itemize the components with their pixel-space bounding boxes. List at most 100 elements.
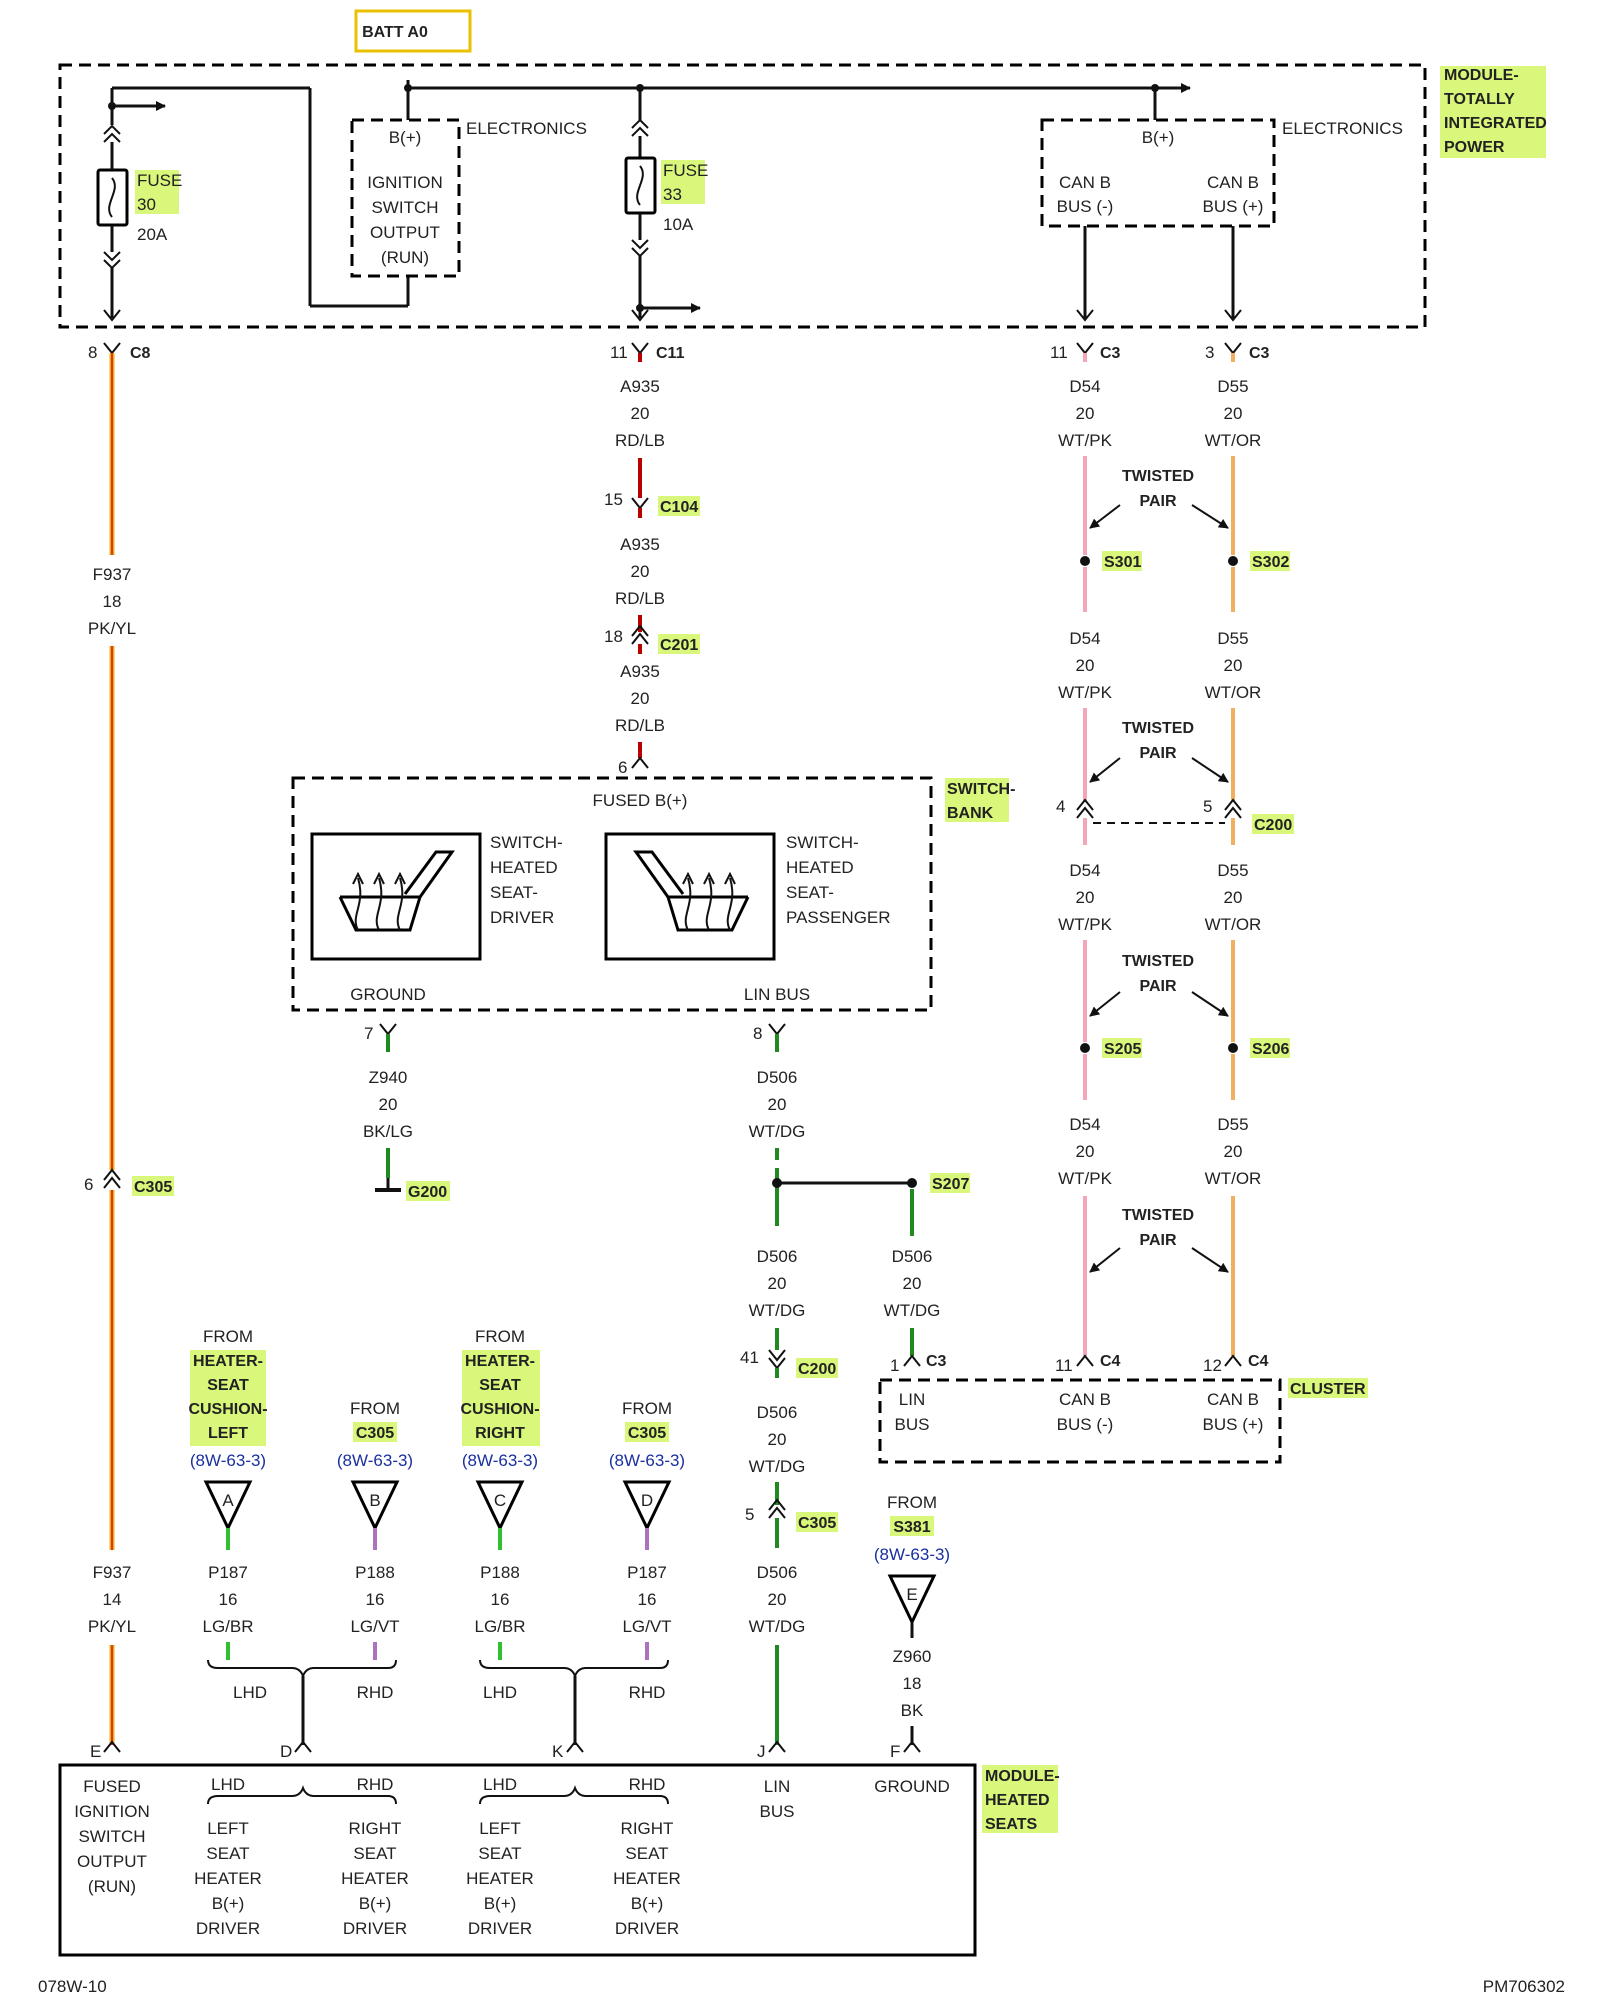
svg-text:BK: BK [901, 1701, 924, 1720]
svg-text:20: 20 [768, 1274, 787, 1293]
ref-c-triangle [475, 1480, 525, 1532]
can-bus-circuit: D54 20 WT/PK D55 20 WT/OR TWISTED PAIR S… [1055, 353, 1294, 1375]
svg-text:LEFT: LEFT [207, 1819, 249, 1838]
svg-text:1: 1 [890, 1356, 899, 1375]
svg-text:HEATER: HEATER [194, 1869, 262, 1888]
svg-text:SEAT-: SEAT- [786, 883, 834, 902]
svg-text:C4: C4 [1248, 1353, 1269, 1370]
svg-text:PK/YL: PK/YL [88, 619, 136, 638]
svg-text:P187: P187 [627, 1563, 667, 1582]
svg-text:SWITCH-: SWITCH- [490, 833, 563, 852]
svg-text:SEAT: SEAT [625, 1844, 668, 1863]
svg-text:OUTPUT: OUTPUT [77, 1852, 147, 1871]
svg-text:GROUND: GROUND [874, 1777, 950, 1796]
svg-text:FROM: FROM [203, 1327, 253, 1346]
svg-text:BUS: BUS [760, 1802, 795, 1821]
svg-text:18: 18 [604, 627, 623, 646]
svg-text:WT/DG: WT/DG [884, 1301, 941, 1320]
svg-text:S302: S302 [1252, 554, 1289, 571]
svg-text:8: 8 [753, 1024, 762, 1043]
svg-text:WT/PK: WT/PK [1058, 683, 1112, 702]
svg-text:(RUN): (RUN) [88, 1877, 136, 1896]
svg-text:20: 20 [768, 1590, 787, 1609]
svg-text:J: J [757, 1742, 766, 1761]
svg-text:5: 5 [1203, 797, 1212, 816]
svg-text:RD/LB: RD/LB [615, 431, 665, 450]
svg-text:20: 20 [1076, 888, 1095, 907]
svg-text:S301: S301 [1104, 554, 1141, 571]
svg-text:LIN BUS: LIN BUS [744, 985, 810, 1004]
svg-text:LEFT: LEFT [208, 1425, 248, 1442]
svg-text:P187: P187 [208, 1563, 248, 1582]
a935-circuit: A935 20 RD/LB 15 C104 A935 20 RD/LB 18 C… [604, 353, 700, 777]
svg-text:B(+): B(+) [359, 1894, 392, 1913]
svg-text:TWISTED: TWISTED [1122, 953, 1194, 970]
svg-text:11: 11 [1055, 1356, 1073, 1375]
svg-text:PAIR: PAIR [1139, 978, 1176, 995]
svg-text:CUSHION-: CUSHION- [460, 1401, 539, 1418]
svg-text:PAIR: PAIR [1139, 493, 1176, 510]
svg-text:SWITCH: SWITCH [371, 198, 438, 217]
svg-text:WT/OR: WT/OR [1205, 431, 1262, 450]
svg-text:20: 20 [1224, 656, 1243, 675]
svg-text:LG/BR: LG/BR [202, 1617, 253, 1636]
svg-text:D54: D54 [1069, 629, 1100, 648]
svg-text:FUSED: FUSED [83, 1777, 141, 1796]
splice-s301 [1080, 556, 1090, 566]
svg-text:PAIR: PAIR [1139, 1232, 1176, 1249]
svg-text:PAIR: PAIR [1139, 745, 1176, 762]
svg-text:20: 20 [379, 1095, 398, 1114]
svg-text:TWISTED: TWISTED [1122, 1207, 1194, 1224]
svg-text:6: 6 [618, 758, 627, 777]
svg-text:11: 11 [610, 343, 628, 362]
svg-text:LIN: LIN [764, 1777, 790, 1796]
svg-text:HEATED: HEATED [786, 858, 854, 877]
svg-text:A935: A935 [620, 662, 660, 681]
svg-text:LHD: LHD [211, 1775, 245, 1794]
svg-text:(8W-63-3): (8W-63-3) [462, 1451, 538, 1470]
svg-text:C3: C3 [1249, 345, 1270, 362]
svg-text:WT/PK: WT/PK [1058, 1169, 1112, 1188]
svg-text:PK/YL: PK/YL [88, 1617, 136, 1636]
svg-text:CUSHION-: CUSHION- [188, 1401, 267, 1418]
svg-text:4: 4 [1056, 797, 1065, 816]
ignition-bplus: B(+) [389, 128, 422, 147]
svg-text:CAN B: CAN B [1207, 173, 1259, 192]
svg-text:WT/OR: WT/OR [1205, 915, 1262, 934]
svg-text:FROM: FROM [350, 1399, 400, 1418]
svg-text:20: 20 [1076, 656, 1095, 675]
svg-text:A935: A935 [620, 377, 660, 396]
svg-text:FROM: FROM [475, 1327, 525, 1346]
svg-text:15: 15 [604, 490, 623, 509]
svg-text:TWISTED: TWISTED [1122, 468, 1194, 485]
svg-text:RD/LB: RD/LB [615, 589, 665, 608]
svg-text:S205: S205 [1104, 1041, 1141, 1058]
svg-text:20: 20 [768, 1430, 787, 1449]
svg-text:RHD: RHD [357, 1775, 394, 1794]
svg-text:SEAT: SEAT [479, 1377, 521, 1394]
svg-text:DRIVER: DRIVER [490, 908, 554, 927]
svg-text:DRIVER: DRIVER [615, 1919, 679, 1938]
driver-seat-switch [310, 832, 482, 961]
svg-text:F: F [890, 1742, 900, 1761]
svg-text:LHD: LHD [483, 1683, 517, 1702]
svg-text:HEATED: HEATED [985, 1792, 1050, 1809]
svg-text:18: 18 [103, 592, 122, 611]
passenger-heated-seat-icon [633, 850, 750, 932]
svg-text:CLUSTER: CLUSTER [1290, 1381, 1366, 1398]
svg-text:HEATER: HEATER [341, 1869, 409, 1888]
svg-text:3: 3 [1205, 343, 1214, 362]
ref-a-triangle [203, 1480, 253, 1532]
svg-text:(8W-63-3): (8W-63-3) [337, 1451, 413, 1470]
passenger-seat-switch [604, 832, 776, 961]
svg-text:WT/DG: WT/DG [749, 1122, 806, 1141]
tipm-connectors: 8 C8 11 C11 11 C3 3 C3 [88, 342, 1270, 362]
svg-text:RIGHT: RIGHT [475, 1425, 525, 1442]
svg-text:INTEGRATED: INTEGRATED [1444, 115, 1547, 132]
svg-text:HEATER: HEATER [466, 1869, 534, 1888]
svg-text:HEATER-: HEATER- [193, 1353, 263, 1370]
svg-text:C4: C4 [1100, 1353, 1121, 1370]
svg-text:SWITCH-: SWITCH- [947, 781, 1015, 798]
svg-text:S381: S381 [893, 1519, 930, 1536]
battery-feed: BATT A0 [354, 9, 472, 53]
